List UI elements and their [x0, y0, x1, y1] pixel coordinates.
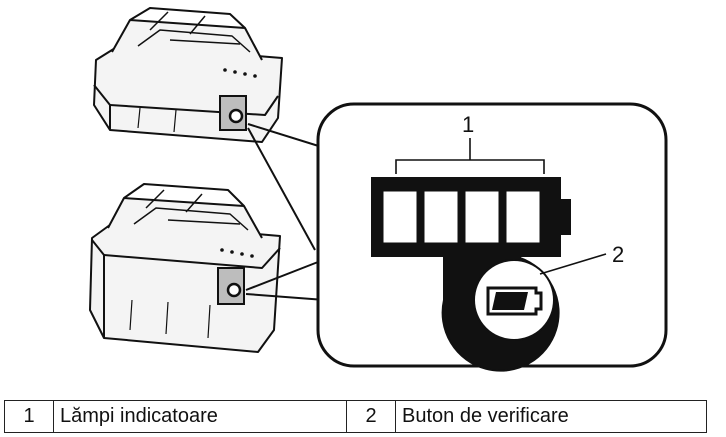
indicator-lamp: [506, 191, 540, 243]
legend-table: 1 Lămpi indicatoare 2 Buton de verificar…: [4, 400, 707, 433]
indicator-lamps: [371, 177, 571, 257]
legend-row: 1 Lămpi indicatoare 2 Buton de verificar…: [4, 400, 707, 433]
check-button: [486, 286, 543, 316]
callout-number-2: 2: [612, 242, 624, 267]
callout-number-1: 1: [462, 112, 474, 137]
zoom-leader-lines: [245, 123, 326, 301]
indicator-lamp: [383, 191, 417, 243]
legend-label-1: Lămpi indicatoare: [53, 400, 347, 433]
battery-indicator-diagram: 1 2: [89, 7, 668, 372]
legend-number-2: 2: [346, 400, 396, 433]
battery-indicator-panel-small: [219, 95, 247, 131]
legend-number-1: 1: [4, 400, 54, 433]
callout-2-leader: [539, 253, 607, 275]
low-battery-icon: [486, 286, 543, 316]
legend-label-2: Buton de verificare: [395, 400, 707, 433]
battery-pack-small: [93, 7, 283, 143]
battery-pack-large: [89, 183, 281, 353]
indicator-lamp: [465, 191, 499, 243]
battery-indicator-panel-large: [217, 267, 245, 305]
lamp-group-bracket: [395, 138, 545, 174]
indicator-lamp: [424, 191, 458, 243]
